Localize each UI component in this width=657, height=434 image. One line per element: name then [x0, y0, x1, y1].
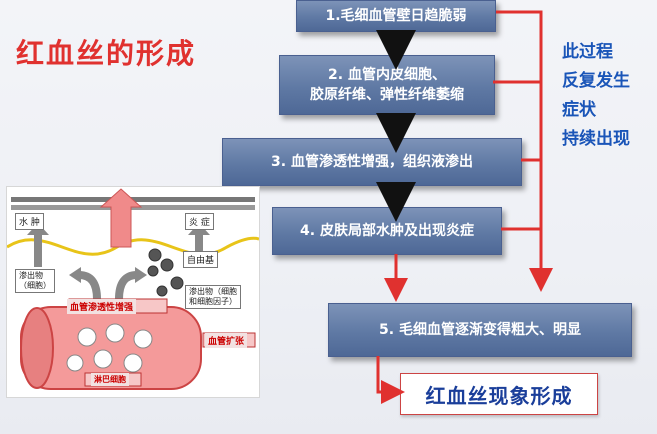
step-2-label-line2: 胶原纤维、弹性纤维萎缩 — [310, 87, 464, 103]
page-title: 红血丝的形成 — [16, 37, 197, 70]
side-note-line-3: 症状 — [562, 100, 596, 120]
free-radical-tag: 自由基 — [183, 251, 219, 268]
step-1-box: 1.毛细血管壁日趋脆弱 — [296, 0, 496, 32]
side-note-line-4: 持续出现 — [562, 129, 630, 149]
edema-tag: 水 肿 — [15, 213, 44, 230]
permeability-label: 血管渗透性增强 — [67, 299, 137, 314]
step-5-box: 5. 毛细血管逐渐变得粗大、明显 — [328, 303, 632, 357]
step-3-label: 3. 血管渗透性增强，组织液渗出 — [271, 154, 473, 170]
lymph-cells-label: 淋巴细胞 — [91, 373, 129, 386]
exudate-cells-tag: 渗出物 （细胞） — [15, 269, 55, 293]
step-3-box: 3. 血管渗透性增强，组织液渗出 — [222, 138, 522, 186]
step-2-label-line1: 2. 血管内皮细胞、 — [328, 67, 446, 83]
step-4-label: 4. 皮肤局部水肿及出现炎症 — [300, 223, 474, 239]
red-arrow-to-outcome — [376, 356, 405, 404]
side-note-line-1: 此过程 — [562, 42, 613, 62]
step-5-label: 5. 毛细血管逐渐变得粗大、明显 — [379, 322, 581, 338]
inflammation-tag: 炎 症 — [185, 213, 214, 230]
exudate-factors-tag: 渗出物（细胞 和细胞因子） — [185, 285, 241, 309]
side-note-line-2: 反复发生 — [562, 71, 630, 91]
red-loop-line — [496, 10, 543, 266]
illustration-panel: 水 肿 炎 症 自由基 渗出物 （细胞） 渗出物（细胞 和细胞因子） 血管渗透性… — [6, 186, 260, 398]
dilation-label: 血管扩张 — [205, 333, 248, 348]
step-1-label: 1.毛细血管壁日趋脆弱 — [325, 8, 467, 24]
side-note: 此过程 反复发生 症状 持续出现 — [562, 38, 654, 154]
